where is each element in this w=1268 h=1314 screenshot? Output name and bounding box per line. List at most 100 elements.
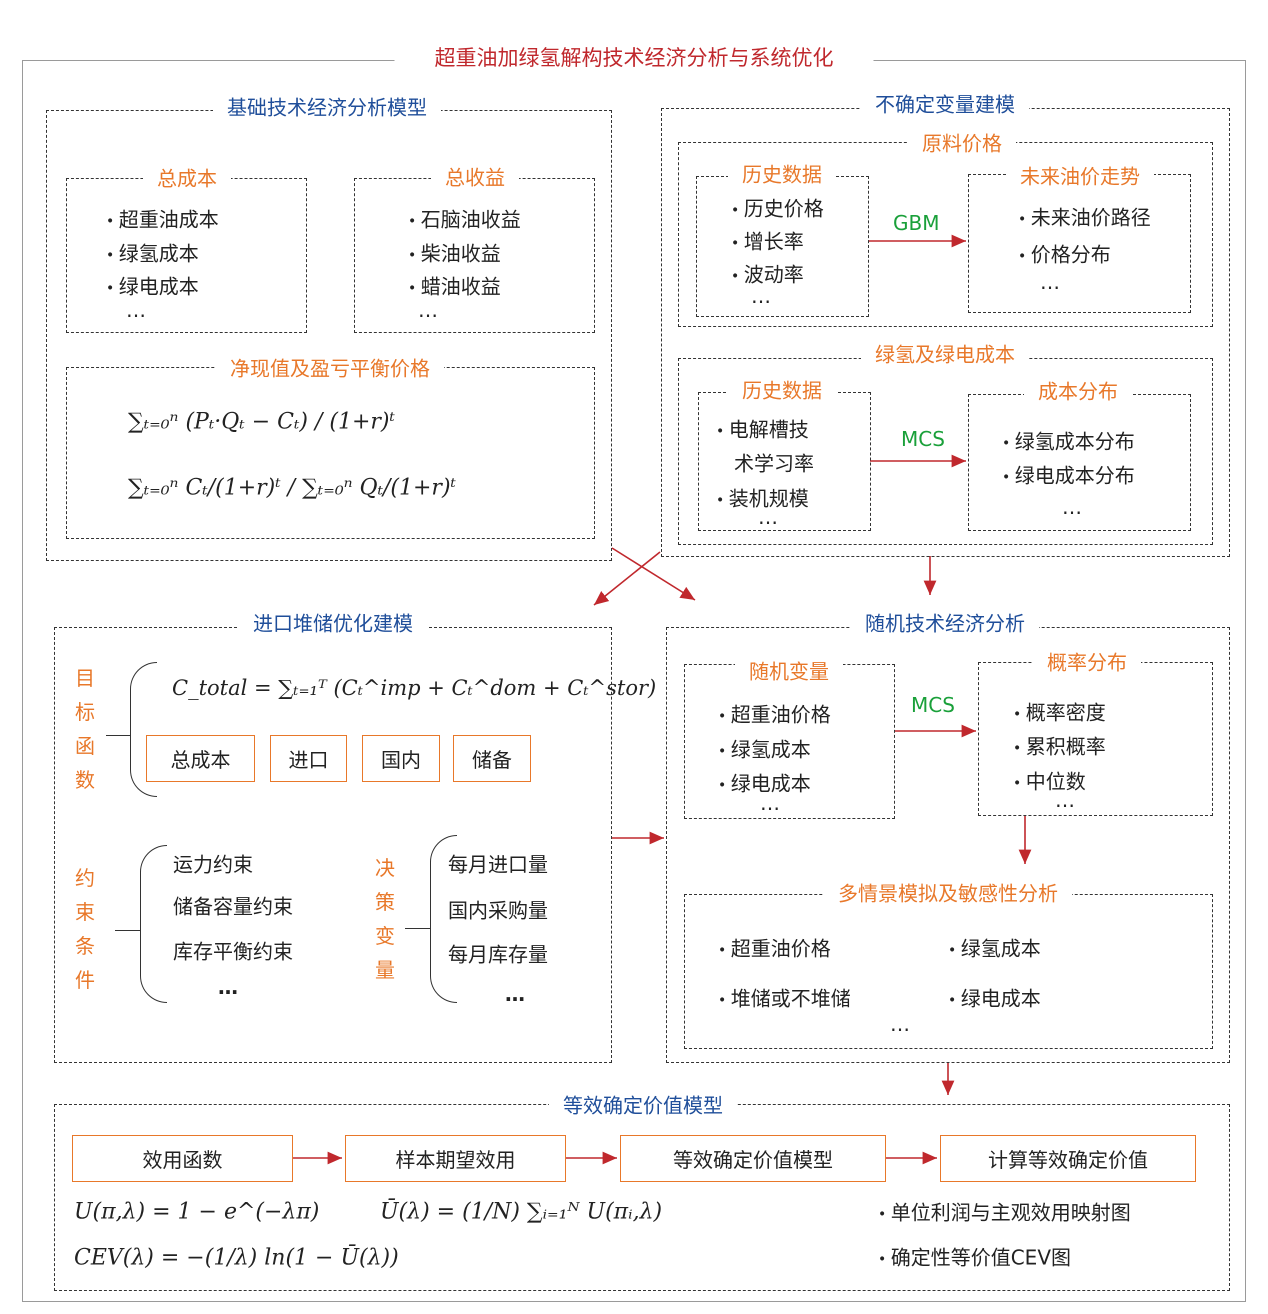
step-box: 计算等效确定价值 [940,1135,1196,1182]
label-char: 标 [75,700,95,724]
list-item: 价格分布 [1018,239,1111,268]
ellipsis: … [751,284,771,308]
cost-dist-title: 成本分布 [1024,375,1132,405]
prob-dist-title: 概率分布 [1033,646,1141,676]
list-item: 装机规模 [716,483,809,512]
utility-formula: U(π,λ) = 1 − e^(−λπ) [74,1199,320,1225]
list-item: 超重油价格 [718,699,831,728]
cost-box: 国内 [362,735,440,782]
ellipsis: … [760,791,780,815]
list-item: 每月进口量 [448,852,548,877]
list-item: 超重油成本 [106,204,219,233]
label-char: 量 [375,958,395,982]
ellipsis: … [218,975,238,999]
ellipsis: … [758,505,778,529]
list-item: 波动率 [731,259,804,288]
constraint-label: 约束条件 [74,861,96,997]
cost-box: 进口 [270,735,347,782]
cost-box: 总成本 [146,735,255,782]
label-char: 决 [375,856,395,880]
cost-box: 储备 [453,735,531,782]
expected-utility-formula: Ū(λ) = (1/N) ∑ᵢ₌₁ᴺ U(πᵢ,λ) [380,1199,663,1225]
breakeven-formula: ∑ₜ₌₀ⁿ Cₜ/(1+r)ᵗ / ∑ₜ₌₀ⁿ Qₜ/(1+r)ᵗ [128,475,456,501]
storage-model-title: 进口堆储优化建模 [239,607,427,637]
list-item: 确定性等价值CEV图 [878,1242,1071,1271]
label-char: 变 [375,924,395,948]
list-item: 绿电成本 [106,271,199,300]
list-item: 石脑油收益 [408,204,521,233]
ellipsis: … [505,982,525,1006]
list-item: 绿氢成本 [718,734,811,763]
gbm-label: GBM [893,211,940,235]
label-char: 策 [375,890,395,914]
npv-title: 净现值及盈亏平衡价格 [216,352,444,382]
history-title-2: 历史数据 [728,374,836,404]
label-char: 函 [75,734,95,758]
ellipsis: … [1062,495,1082,519]
list-item: 单位利润与主观效用映射图 [878,1197,1131,1226]
label-char: 条 [75,934,95,958]
label-char: 束 [75,900,95,924]
label-char: 件 [75,968,95,992]
list-item: 绿氢成本 [106,238,199,267]
list-item: 累积概率 [1013,731,1106,760]
random-vars-title: 随机变量 [735,655,843,685]
step-box: 样本期望效用 [345,1135,566,1182]
arrow-cross-2 [593,551,661,606]
list-item: 术学习率 [734,451,814,476]
decision-label: 决策变量 [374,851,396,987]
list-item: 绿电成本 [948,983,1041,1012]
raw-price-title: 原料价格 [908,127,1016,157]
step-box: 效用函数 [72,1135,293,1182]
list-item: 绿电成本 [718,768,811,797]
npv-formula: ∑ₜ₌₀ⁿ (Pₜ·Qₜ − Cₜ) / (1+r)ᵗ [128,409,395,435]
list-item: 绿电成本分布 [1002,460,1135,489]
connector-line [115,930,140,931]
list-item: 概率密度 [1013,697,1106,726]
list-item: 柴油收益 [408,238,501,267]
total-revenue-title: 总收益 [431,161,519,191]
list-item: 国内采购量 [448,898,548,923]
scenario-box [684,894,1213,1049]
ellipsis: … [418,298,438,322]
list-item: 蜡油收益 [408,271,501,300]
list-item: 历史价格 [731,193,824,222]
basic-model-title: 基础技术经济分析模型 [213,91,441,121]
list-item: 运力约束 [173,852,253,877]
list-item: 中位数 [1013,766,1086,795]
label-char: 目 [75,666,95,690]
ellipsis: … [1040,270,1060,294]
list-item: 每月库存量 [448,942,548,967]
objective-formula: C_total = ∑ₜ₌₁ᵀ (Cₜ^imp + Cₜ^dom + Cₜ^st… [172,676,657,700]
ellipsis: … [890,1012,910,1036]
list-item: 绿氢成本 [948,933,1041,962]
objective-label: 目标函数 [74,661,96,797]
list-item: 绿氢成本分布 [1002,426,1135,455]
list-item: 堆储或不堆储 [718,983,851,1012]
list-item: 储备容量约束 [173,894,293,919]
green-cost-title: 绿氢及绿电成本 [861,338,1029,368]
mcs-label-2: MCS [911,693,955,717]
cev-title: 等效确定价值模型 [549,1089,737,1119]
uncertain-model-title: 不确定变量建模 [861,88,1029,118]
list-item: 增长率 [731,226,804,255]
npv-box [66,367,595,539]
list-item: 超重油价格 [718,933,831,962]
label-char: 数 [75,768,95,792]
arrow-cross-1 [611,547,696,601]
ellipsis: … [1055,788,1075,812]
connector-line [405,928,430,929]
list-item: 电解槽技 [716,414,809,443]
list-item: 未来油价路径 [1018,202,1151,231]
mcs-label: MCS [901,427,945,451]
label-char: 约 [75,866,95,890]
brace [140,845,167,1003]
stochastic-title: 随机技术经济分析 [851,607,1039,637]
ellipsis: … [126,298,146,322]
scenario-title: 多情景模拟及敏感性分析 [824,877,1072,907]
total-cost-title: 总成本 [143,162,231,192]
cev-formula: CEV(λ) = −(1/λ) ln(1 − Ū(λ)) [74,1245,399,1271]
connector-line [106,735,130,736]
